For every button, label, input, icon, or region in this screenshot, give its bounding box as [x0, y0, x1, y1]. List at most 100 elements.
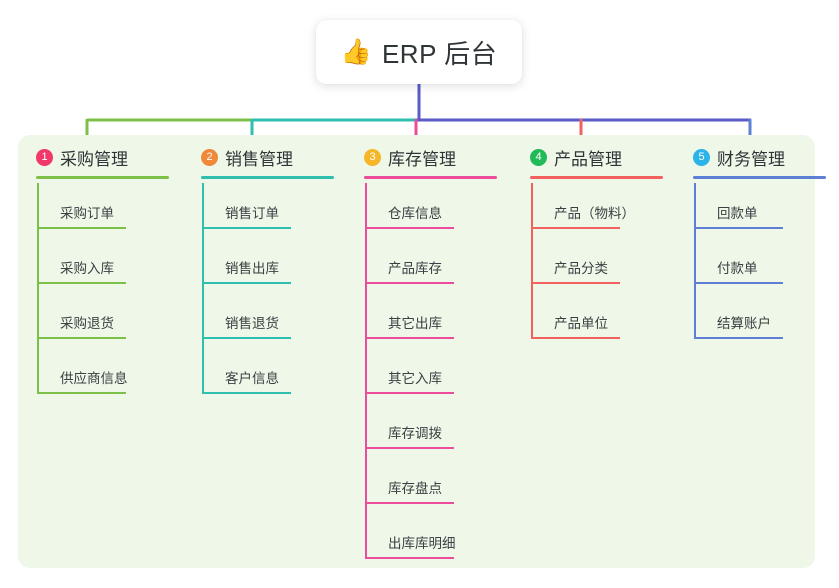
list-item-label: 产品库存 [388, 261, 442, 276]
column-库存管理: 3 库存管理仓库信息产品库存其它出库其它入库库存调拨库存盘点出库库明细 [360, 135, 525, 568]
list-item-label: 付款单 [717, 261, 758, 276]
list-item-label: 产品分类 [554, 261, 608, 276]
list-item[interactable]: 结算账户 [689, 293, 839, 348]
list-item[interactable]: 客户信息 [197, 348, 362, 403]
list-item[interactable]: 产品单位 [526, 293, 691, 348]
list-item[interactable]: 产品库存 [360, 238, 525, 293]
column-title: 销售管理 [225, 149, 293, 169]
column-underline [201, 176, 334, 179]
column-title: 库存管理 [388, 149, 456, 169]
list-item[interactable]: 回款单 [689, 183, 839, 238]
column-title: 财务管理 [717, 149, 785, 169]
list-item-label: 其它入库 [388, 371, 442, 386]
list-item-underline [531, 227, 620, 229]
column-spine [37, 183, 39, 393]
list-item[interactable]: 其它出库 [360, 293, 525, 348]
list-item-label: 结算账户 [717, 316, 771, 331]
list-item-label: 供应商信息 [60, 371, 128, 386]
column-header[interactable]: 2 销售管理 [197, 135, 362, 179]
list-item-underline [37, 282, 126, 284]
list-item-underline [365, 282, 454, 284]
list-item-underline [365, 557, 454, 559]
list-item[interactable]: 库存盘点 [360, 458, 525, 513]
list-item-underline [37, 227, 126, 229]
list-item-label: 产品单位 [554, 316, 608, 331]
list-item-label: 库存调拨 [388, 426, 442, 441]
diagram-panel [18, 135, 815, 568]
column-item-list: 采购订单采购入库采购退货供应商信息 [32, 183, 197, 403]
column-header[interactable]: 4 产品管理 [526, 135, 691, 179]
column-销售管理: 2 销售管理销售订单销售出库销售退货客户信息 [197, 135, 362, 403]
list-item[interactable]: 采购入库 [32, 238, 197, 293]
list-item[interactable]: 采购订单 [32, 183, 197, 238]
list-item[interactable]: 仓库信息 [360, 183, 525, 238]
column-underline [36, 176, 169, 179]
column-header[interactable]: 5 财务管理 [689, 135, 839, 179]
list-item[interactable]: 销售出库 [197, 238, 362, 293]
column-number-badge: 2 [201, 148, 218, 166]
column-number-badge: 3 [364, 148, 381, 166]
list-item-underline [365, 392, 454, 394]
page-title: ERP 后台 [381, 38, 498, 69]
list-item-label: 库存盘点 [388, 481, 442, 496]
column-number-badge: 1 [36, 148, 53, 166]
list-item[interactable]: 其它入库 [360, 348, 525, 403]
column-item-list: 销售订单销售出库销售退货客户信息 [197, 183, 362, 403]
list-item[interactable]: 库存调拨 [360, 403, 525, 458]
column-number-badge: 4 [530, 148, 547, 166]
column-underline [364, 176, 497, 179]
column-spine [202, 183, 204, 393]
list-item-label: 出库库明细 [388, 536, 456, 551]
list-item-underline [202, 227, 291, 229]
list-item-underline [37, 337, 126, 339]
column-title: 产品管理 [554, 149, 622, 169]
column-title: 采购管理 [60, 149, 128, 169]
list-item[interactable]: 出库库明细 [360, 513, 525, 568]
list-item[interactable]: 产品分类 [526, 238, 691, 293]
column-header[interactable]: 3 库存管理 [360, 135, 525, 179]
column-item-list: 产品（物料） 产品分类产品单位 [526, 183, 691, 348]
list-item-underline [531, 337, 620, 339]
list-item-underline [202, 282, 291, 284]
list-item-label: 销售出库 [225, 261, 279, 276]
list-item[interactable]: 付款单 [689, 238, 839, 293]
list-item-underline [694, 282, 783, 284]
column-number-badge: 5 [693, 148, 710, 166]
list-item-label: 回款单 [717, 206, 758, 221]
column-item-list: 仓库信息产品库存其它出库其它入库库存调拨库存盘点出库库明细 [360, 183, 525, 568]
column-财务管理: 5 财务管理回款单付款单结算账户 [689, 135, 839, 348]
list-item[interactable]: 供应商信息 [32, 348, 197, 403]
list-item-label: 仓库信息 [388, 206, 442, 221]
column-spine [531, 183, 533, 338]
list-item[interactable]: 销售退货 [197, 293, 362, 348]
list-item-underline [694, 227, 783, 229]
list-item-underline [531, 282, 620, 284]
list-item[interactable]: 采购退货 [32, 293, 197, 348]
list-item-underline [202, 337, 291, 339]
list-item-underline [202, 392, 291, 394]
list-item-label: 销售订单 [225, 206, 279, 221]
column-header[interactable]: 1 采购管理 [32, 135, 197, 179]
column-spine [365, 183, 367, 558]
list-item-label: 采购入库 [60, 261, 114, 276]
list-item-label: 采购订单 [60, 206, 114, 221]
thumbs-up-icon: 👍 [340, 37, 372, 66]
list-item[interactable]: 产品（物料） [526, 183, 691, 238]
list-item-underline [365, 227, 454, 229]
column-产品管理: 4 产品管理产品（物料） 产品分类产品单位 [526, 135, 691, 348]
column-采购管理: 1 采购管理采购订单采购入库采购退货供应商信息 [32, 135, 197, 403]
column-underline [693, 176, 826, 179]
column-spine [694, 183, 696, 338]
list-item-label: 销售退货 [225, 316, 279, 331]
list-item-label: 产品（物料） [554, 206, 635, 221]
list-item-underline [365, 447, 454, 449]
list-item-underline [365, 337, 454, 339]
column-underline [530, 176, 663, 179]
list-item-label: 采购退货 [60, 316, 114, 331]
root-title-card[interactable]: 👍 ERP 后台 [316, 20, 522, 84]
list-item[interactable]: 销售订单 [197, 183, 362, 238]
list-item-underline [37, 392, 126, 394]
column-item-list: 回款单付款单结算账户 [689, 183, 839, 348]
list-item-label: 其它出库 [388, 316, 442, 331]
